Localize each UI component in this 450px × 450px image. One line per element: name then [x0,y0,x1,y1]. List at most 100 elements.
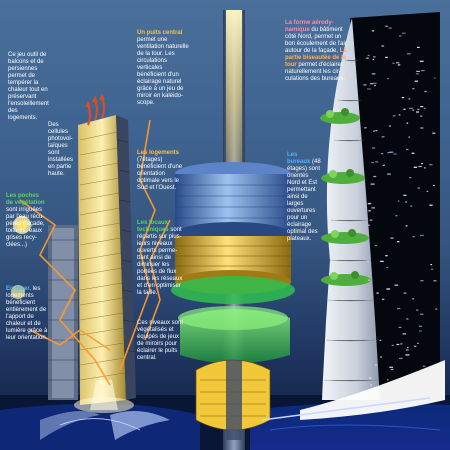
window-light [432,184,435,187]
window-light [381,45,385,47]
window-light [432,132,436,134]
window-light [413,166,417,168]
window-light [375,161,378,163]
window-light [399,357,403,359]
window-light [367,224,371,226]
window-light [405,349,409,351]
window-light [401,97,405,99]
window-light [422,372,427,374]
window-light [405,354,410,356]
cellules-note: Des cellules photovol-taïques sont insta… [48,122,76,178]
window-light [374,364,378,366]
window-light [373,82,377,84]
window-light [388,125,391,127]
window-light [387,152,390,154]
poches-text: sont irriguées par l'eau récu-pérée (faç… [6,207,45,248]
poches-highlight: Les poches de végétation [6,193,45,206]
window-light [411,152,415,154]
window-light [420,280,424,282]
cellules-text: Des cellules photovol-taïques sont insta… [48,122,74,177]
window-light [412,236,416,238]
window-light [374,245,377,247]
window-light [369,219,373,221]
window-light [392,62,395,64]
window-light [408,98,411,100]
window-light [417,46,420,48]
forme-text-2: permet d'éclairer naturellement les cir-… [285,62,346,82]
window-light [419,313,424,315]
niveaux-note: Ces niveaux sont végétalisés et équipés … [137,320,187,362]
window-light [367,260,369,262]
window-lights [363,25,438,386]
logements-note: Les logements (7étages) bénéficient d'un… [137,150,187,192]
window-light [405,201,407,203]
window-light [368,279,371,281]
window-light [420,234,424,236]
bureaux-text: (48 étages) sont orientés Nord et Est pe… [287,159,321,242]
window-light [415,73,419,75]
window-light [406,318,409,320]
window-light [399,381,404,383]
forme-highlight: La forme aérody-namique [285,20,334,33]
window-light [372,58,375,60]
window-light [423,167,426,169]
window-light [381,298,385,300]
window-light [420,70,425,72]
window-light [403,194,407,196]
window-light [403,108,406,110]
forme-highlight-2: La partie biseautée de la tour [285,48,347,68]
window-light [367,54,370,56]
window-light [386,288,391,290]
window-light [426,190,429,192]
window-light [418,165,422,168]
brise-soleil-note: Ce jeu outil de balcons et de persiennes… [8,52,49,122]
window-light [412,109,415,111]
window-light [397,241,400,243]
window-light [422,365,426,367]
logements-highlight: Les logements [137,150,180,156]
window-light [380,356,382,358]
window-light [370,183,375,185]
window-light [380,260,384,262]
window-light [433,280,437,282]
bureaux-note: Les bureaux (48 étages) sont orientés No… [287,152,321,243]
window-light [406,122,409,124]
central-shaft [171,10,295,450]
locaux-highlight: Les locaux techniques [137,220,169,233]
window-light [416,309,419,311]
window-light [393,153,397,155]
window-light [387,78,389,80]
hiver-text: les logements bénéficient entièrement de… [6,286,48,341]
window-light [363,84,367,86]
window-light [371,161,375,164]
window-light [391,344,394,346]
window-light [401,32,406,34]
window-light [371,73,376,75]
window-light [398,35,402,37]
window-light [382,164,385,166]
bureaux-highlight: Les bureaux [287,152,311,165]
window-light [373,175,377,178]
window-light [371,207,375,209]
locaux-text: sont répartis sur plus-ieurs niveaux ouv… [137,227,183,296]
window-light [390,368,394,371]
window-light [417,187,420,189]
window-light [375,130,378,132]
window-light [398,114,401,116]
window-light [406,53,411,55]
window-light [385,255,388,257]
window-light [379,339,382,341]
window-light [419,60,424,62]
window-light [388,27,392,29]
window-light [420,115,423,117]
window-light [396,343,400,346]
window-light [418,325,422,327]
window-light [412,88,415,90]
window-light [372,147,376,149]
brise-soleil-text: Ce jeu outil de balcons et de persiennes… [8,52,49,121]
window-light [414,80,418,82]
window-light [398,326,402,328]
puits-text: permet une ventilation naturelle de la t… [137,37,189,106]
window-light [397,308,401,310]
